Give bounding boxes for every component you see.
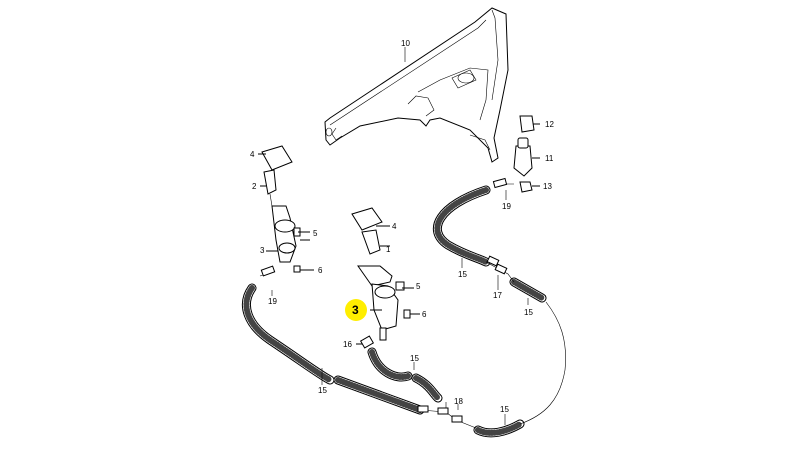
callout-3-left: 3 [260,246,265,255]
washer-reservoir [324,7,509,163]
callout-15-right: 15 [524,308,533,317]
callout-labels: 10 12 11 13 19 4 2 5 3 6 19 4 1 5 6 16 1… [250,39,554,414]
right-nozzle-assembly [351,207,420,345]
callout-4-left: 4 [250,150,255,159]
callout-1: 1 [386,245,391,254]
highlighted-callout-3[interactable]: 3 [345,299,367,321]
highlighted-callout-label: 3 [352,303,359,317]
callout-5-left: 5 [313,229,318,238]
callout-13: 13 [543,182,552,191]
callout-4-right: 4 [392,222,397,231]
washer-pump [513,115,540,193]
callout-16: 16 [343,340,352,349]
callout-12: 12 [545,120,554,129]
callout-19-left: 19 [268,297,277,306]
leader-lines [271,47,529,425]
callout-15-left: 15 [318,386,327,395]
callout-11: 11 [545,154,554,163]
highlight-marker [345,299,367,321]
callout-5-right: 5 [416,282,421,291]
callout-6-right: 6 [422,310,427,319]
callout-15-upper: 15 [458,270,467,279]
callout-15-middle: 15 [410,354,419,363]
callout-18: 18 [454,397,463,406]
callout-19-right: 19 [502,202,511,211]
callout-17: 17 [493,291,502,300]
callout-6-left: 6 [318,266,323,275]
callout-15-lower: 15 [500,405,509,414]
left-nozzle-assembly [258,145,314,273]
callout-2: 2 [252,182,257,191]
hose-lines [241,177,566,438]
callout-10: 10 [401,39,410,48]
